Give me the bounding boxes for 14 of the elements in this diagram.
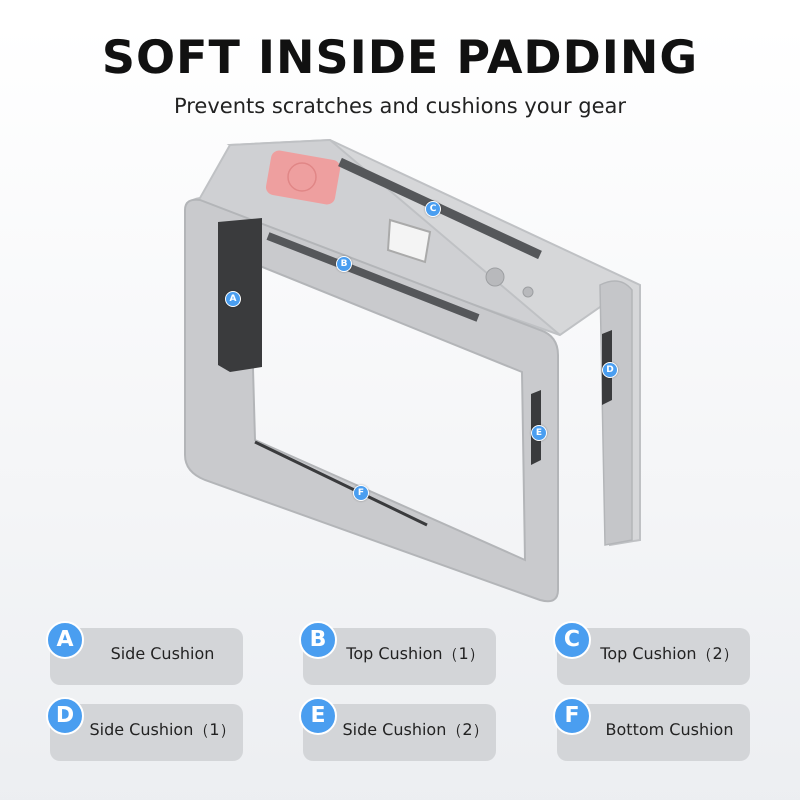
letter-badge: F <box>553 697 591 735</box>
letter-badge: E <box>299 697 337 735</box>
cushion-name: Side Cushion（1） <box>88 720 237 741</box>
letter-badge: D <box>46 697 84 735</box>
cushion-name: Side Cushion <box>110 644 216 663</box>
cushion-name: Bottom Cushion <box>604 720 734 739</box>
letter-badge: C <box>553 621 591 659</box>
title: SOFT INSIDE PADDING <box>100 30 700 84</box>
cushion-name: Top Cushion（1） <box>345 644 486 665</box>
letter-badge: A <box>46 621 84 659</box>
letter-badge: B <box>299 621 337 659</box>
cushion-name: Top Cushion（2） <box>599 644 740 665</box>
subtitle: Prevents scratches and cushions your gear <box>172 94 628 118</box>
cushion-name: Side Cushion（2） <box>341 720 490 741</box>
